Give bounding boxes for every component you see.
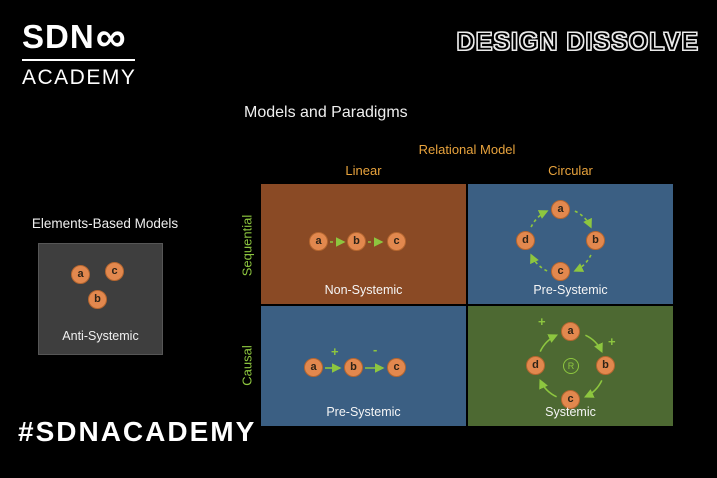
logo-text: SDN — [22, 18, 95, 55]
quadrant-non-systemic: a b c Non-Systemic — [261, 184, 466, 304]
node-d: d — [516, 231, 535, 250]
node-c: c — [387, 232, 406, 251]
node-b: b — [596, 356, 615, 375]
row-header-causal: Causal — [239, 345, 255, 386]
node-b: b — [344, 358, 363, 377]
anti-systemic-box: a c b Anti-Systemic — [38, 243, 163, 355]
quadrant-systemic: + + R a b c d Systemic — [468, 306, 673, 426]
node-c: c — [551, 262, 570, 281]
design-dissolve-title: DESIGN DISSOLVE — [456, 28, 699, 57]
polarity-plus-right: + — [608, 334, 616, 349]
reinforcing-loop-marker: R — [563, 358, 579, 374]
dashed-linear-arrows — [330, 237, 384, 247]
node-d: d — [526, 356, 545, 375]
quadrant-caption: Non-Systemic — [324, 283, 403, 297]
node-a: a — [304, 358, 323, 377]
sdn-academy-logo: SDN ∞ ACADEMY — [22, 13, 162, 90]
quadrant-caption: Pre-Systemic — [326, 405, 401, 419]
node-c: c — [105, 262, 124, 281]
anti-systemic-caption: Anti-Systemic — [62, 329, 139, 343]
hashtag: #SDNACADEMY — [18, 416, 257, 447]
page-title: Models and Paradigms — [244, 104, 408, 121]
polarity-plus: + — [331, 344, 339, 359]
logo-wordmark: SDN ∞ — [22, 13, 162, 60]
models-matrix: a b c Non-Systemic a b c d Pre-Sy — [261, 184, 673, 426]
column-header-linear: Linear — [345, 163, 382, 178]
quadrant-caption: Pre-Systemic — [533, 283, 608, 297]
logo-divider — [22, 59, 135, 61]
row-header-sequential: Sequential — [239, 214, 255, 277]
column-header-circular: Circular — [548, 163, 593, 178]
node-b: b — [88, 290, 107, 309]
polarity-minus: - — [373, 342, 378, 357]
polarity-plus-left: + — [538, 314, 546, 329]
node-a: a — [309, 232, 328, 251]
relational-model-label: Relational Model — [418, 142, 516, 157]
quadrant-pre-systemic-circular: a b c d Pre-Systemic — [468, 184, 673, 304]
logo-subtitle: ACADEMY — [22, 66, 137, 89]
solid-linear-arrows — [325, 363, 385, 373]
infinity-icon: ∞ — [95, 13, 126, 60]
dashed-circular-arrows — [530, 210, 592, 272]
elements-based-models-heading: Elements-Based Models — [31, 216, 179, 231]
quadrant-caption: Systemic — [545, 405, 596, 419]
quadrant-pre-systemic-linear: + - a b c Pre-Systemic — [261, 306, 466, 426]
node-b: b — [347, 232, 366, 251]
node-a: a — [71, 265, 90, 284]
node-b: b — [586, 231, 605, 250]
node-c: c — [387, 358, 406, 377]
node-c: c — [561, 390, 580, 409]
solid-circular-arrows — [539, 334, 603, 398]
node-a: a — [551, 200, 570, 219]
node-a: a — [561, 322, 580, 341]
